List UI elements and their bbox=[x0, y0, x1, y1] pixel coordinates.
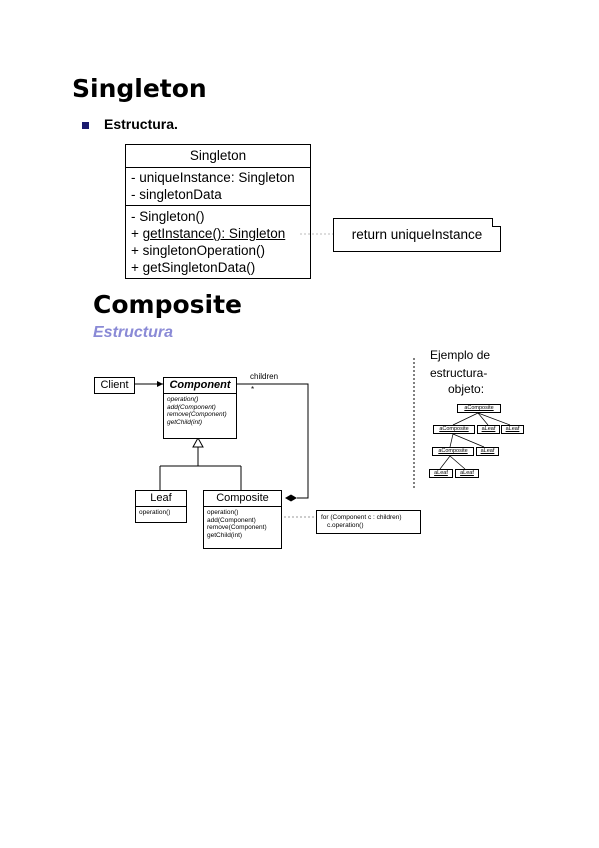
composite-note: for (Component c : children) c.operation… bbox=[316, 510, 421, 534]
operation: operation() bbox=[207, 509, 239, 516]
composite-class-name: Composite bbox=[204, 491, 281, 507]
leaf-class-box: Leaf operation() bbox=[135, 490, 187, 523]
operation: add(Component) bbox=[207, 516, 256, 524]
example-root-node: aComposite bbox=[457, 404, 501, 413]
singleton-class-box: Singleton - uniqueInstance: Singleton - … bbox=[125, 144, 311, 279]
example-node: aLeaf bbox=[476, 447, 499, 456]
example-caption-1: Ejemplo de bbox=[430, 348, 491, 362]
bullet-icon bbox=[82, 122, 89, 129]
attribute: - singletonData bbox=[131, 187, 222, 202]
operation: operation() bbox=[167, 396, 199, 403]
example-node: aComposite bbox=[432, 447, 474, 456]
singleton-class-name: Singleton bbox=[126, 145, 310, 168]
example-caption-3: objeto: bbox=[448, 382, 485, 396]
operation: + getSingletonData() bbox=[131, 260, 256, 275]
example-node: aLeaf bbox=[429, 469, 453, 478]
example-node: aLeaf bbox=[501, 425, 524, 434]
composite-subtitle: Estructura bbox=[93, 324, 174, 341]
component-class-box: Component operation() add(Component) rem… bbox=[163, 377, 237, 439]
operation: remove(Component) bbox=[167, 411, 227, 418]
attribute: - uniqueInstance: Singleton bbox=[131, 170, 295, 185]
component-class-name: Component bbox=[164, 378, 236, 394]
operation: getChild(int) bbox=[167, 418, 203, 426]
operation: getChild(int) bbox=[207, 531, 243, 539]
composite-class-box: Composite operation() add(Component) rem… bbox=[203, 490, 282, 549]
structure-bullet-text: Estructura. bbox=[104, 116, 178, 132]
leaf-operations: operation() bbox=[136, 507, 186, 519]
example-node: aLeaf bbox=[455, 469, 479, 478]
note-line: c.operation() bbox=[327, 522, 364, 529]
get-instance-note: return uniqueInstance bbox=[333, 218, 501, 252]
example-node: aLeaf bbox=[477, 425, 500, 434]
get-instance-op: getInstance(): Singleton bbox=[142, 226, 286, 241]
multiplicity-label: * bbox=[251, 385, 255, 394]
operation: + getInstance(): Singleton bbox=[131, 226, 286, 241]
example-caption-2: estructura- bbox=[430, 366, 488, 380]
composite-title: Composite bbox=[93, 290, 242, 319]
composite-operations: operation() add(Component) remove(Compon… bbox=[204, 507, 281, 541]
operation: + singletonOperation() bbox=[131, 243, 265, 258]
note-fold bbox=[492, 218, 501, 227]
children-label: children bbox=[250, 372, 279, 381]
singleton-operations: - Singleton() + getInstance(): Singleton… bbox=[126, 206, 310, 276]
operation: operation() bbox=[139, 509, 171, 516]
singleton-title: Singleton bbox=[72, 74, 207, 103]
client-box: Client bbox=[94, 377, 135, 394]
operation: - Singleton() bbox=[131, 209, 205, 224]
example-node: aComposite bbox=[433, 425, 475, 434]
component-operations: operation() add(Component) remove(Compon… bbox=[164, 394, 236, 428]
operation: add(Component) bbox=[167, 403, 216, 411]
leaf-class-name: Leaf bbox=[136, 491, 186, 507]
operation: remove(Component) bbox=[207, 524, 267, 531]
singleton-attributes: - uniqueInstance: Singleton - singletonD… bbox=[126, 168, 310, 206]
note-line: for (Component c : children) bbox=[321, 514, 402, 521]
